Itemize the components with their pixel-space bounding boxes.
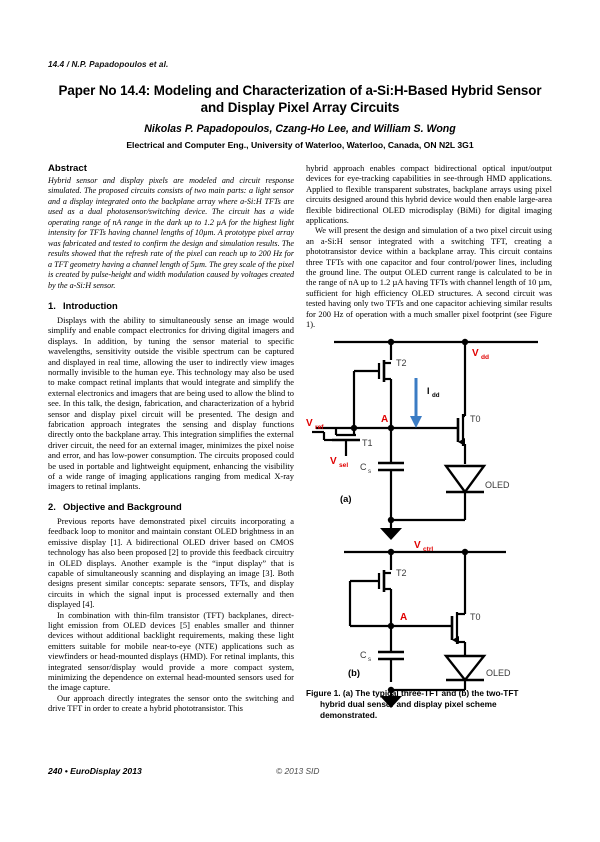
section-heading-introduction: 1. Introduction — [48, 300, 294, 311]
paragraph-obj-2: In combination with thin-film transistor… — [48, 609, 294, 693]
footer-page-number: 240 • EuroDisplay 2013 — [48, 766, 142, 776]
paragraph-obj-3: Our approach directly integrates the sen… — [48, 692, 294, 714]
label-idd: I — [427, 386, 430, 396]
paragraph-intro-1: Displays with the ability to simultaneou… — [48, 314, 294, 492]
abstract-heading: Abstract — [48, 163, 87, 174]
label-vctrl-sub: ctrl — [423, 546, 433, 553]
label-cs-b: C — [360, 650, 367, 660]
paper-title-line2: Sensor and Display Pixel Array Circuits — [200, 83, 542, 115]
label-vctrl: V — [414, 540, 421, 551]
panel-a-circuit: V dd T2 A — [306, 338, 538, 540]
current-arrow-head — [410, 416, 422, 428]
t0-source-arrow-a — [458, 438, 465, 446]
label-idd-sub: dd — [432, 392, 440, 399]
paragraph-right-2: We will present the design and simulatio… — [306, 225, 552, 330]
author-list: Nikolas P. Papadopoulos, Czang-Ho Lee, a… — [144, 123, 456, 135]
label-t2-b: T2 — [396, 568, 407, 578]
label-cs-b-sub: s — [368, 656, 371, 663]
label-vref: V — [306, 418, 313, 429]
panel-label-b: (b) — [348, 667, 360, 678]
section-number-1: 1. — [48, 299, 56, 311]
label-cs-a: C — [360, 462, 367, 472]
title-block: Paper No 14.4: Modeling and Characteriza… — [48, 82, 552, 151]
label-t2-a: T2 — [396, 358, 407, 368]
label-vdd: V — [472, 348, 479, 359]
left-column: Abstract Hybrid sensor and display pixel… — [48, 163, 294, 714]
affiliation: Electrical and Computer Eng., University… — [126, 140, 474, 150]
paper-title-line1: Paper No 14.4: Modeling and Characteriza… — [58, 83, 494, 98]
ground-symbol-b — [380, 696, 402, 708]
figure-1-caption: Figure 1. (a) The typical three-TFT and … — [306, 688, 554, 722]
footer-copyright: © 2013 SID — [276, 766, 320, 776]
label-node-a-b: A — [400, 612, 407, 623]
panel-b-ground-overlay — [380, 680, 467, 708]
label-oled-b: OLED — [486, 668, 511, 678]
junction-dot-node-a-b — [387, 622, 395, 630]
paragraph-obj-1: Previous reports have demonstrated pixel… — [48, 515, 294, 610]
figure-caption-line3: demonstrated. — [320, 710, 378, 721]
figure-caption-line1: Figure 1. (a) The typical three-TFT and … — [306, 688, 519, 698]
section-number-2: 2. — [48, 500, 56, 512]
section-heading-objective: 2. Objective and Background — [48, 501, 294, 512]
page-title: Paper No 14.4: Modeling and Characteriza… — [48, 82, 552, 116]
label-vsel-sub: sel — [339, 462, 348, 469]
label-t0-b: T0 — [470, 612, 481, 622]
paragraph-right-1: hybrid approach enables compact bidirect… — [306, 163, 552, 226]
label-t1: T1 — [362, 438, 373, 448]
figure-1-circuit-svg: V dd T2 A — [306, 338, 538, 682]
oled-diode-triangle-a — [443, 464, 487, 495]
panel-b-circuit: V ctrl T2 A — [344, 540, 511, 682]
t0-source-arrow-b — [452, 636, 459, 644]
ground-symbol-a — [380, 528, 402, 540]
label-oled-a: OLED — [485, 480, 510, 490]
label-cs-a-sub: s — [368, 468, 371, 475]
section-title-1: Introduction — [63, 299, 118, 311]
running-head: 14.4 / N.P. Papadopoulos et al. — [48, 60, 169, 69]
abstract-text: Hybrid sensor and display pixels are mod… — [48, 176, 294, 290]
label-node-a: A — [381, 414, 388, 425]
oled-diode-triangle-b — [443, 654, 487, 682]
panel-label-a: (a) — [340, 493, 351, 504]
figure-1: V dd T2 A — [306, 330, 556, 750]
label-vdd-sub: dd — [481, 354, 489, 361]
figure-caption-line2: hybrid dual sensor and display pixel sch… — [320, 699, 497, 710]
label-vsel: V — [330, 456, 337, 467]
right-column: hybrid approach enables compact bidirect… — [306, 163, 552, 330]
section-title-2: Objective and Background — [63, 500, 182, 512]
label-t0-a: T0 — [470, 414, 481, 424]
label-vref-sub: ref — [315, 424, 324, 431]
